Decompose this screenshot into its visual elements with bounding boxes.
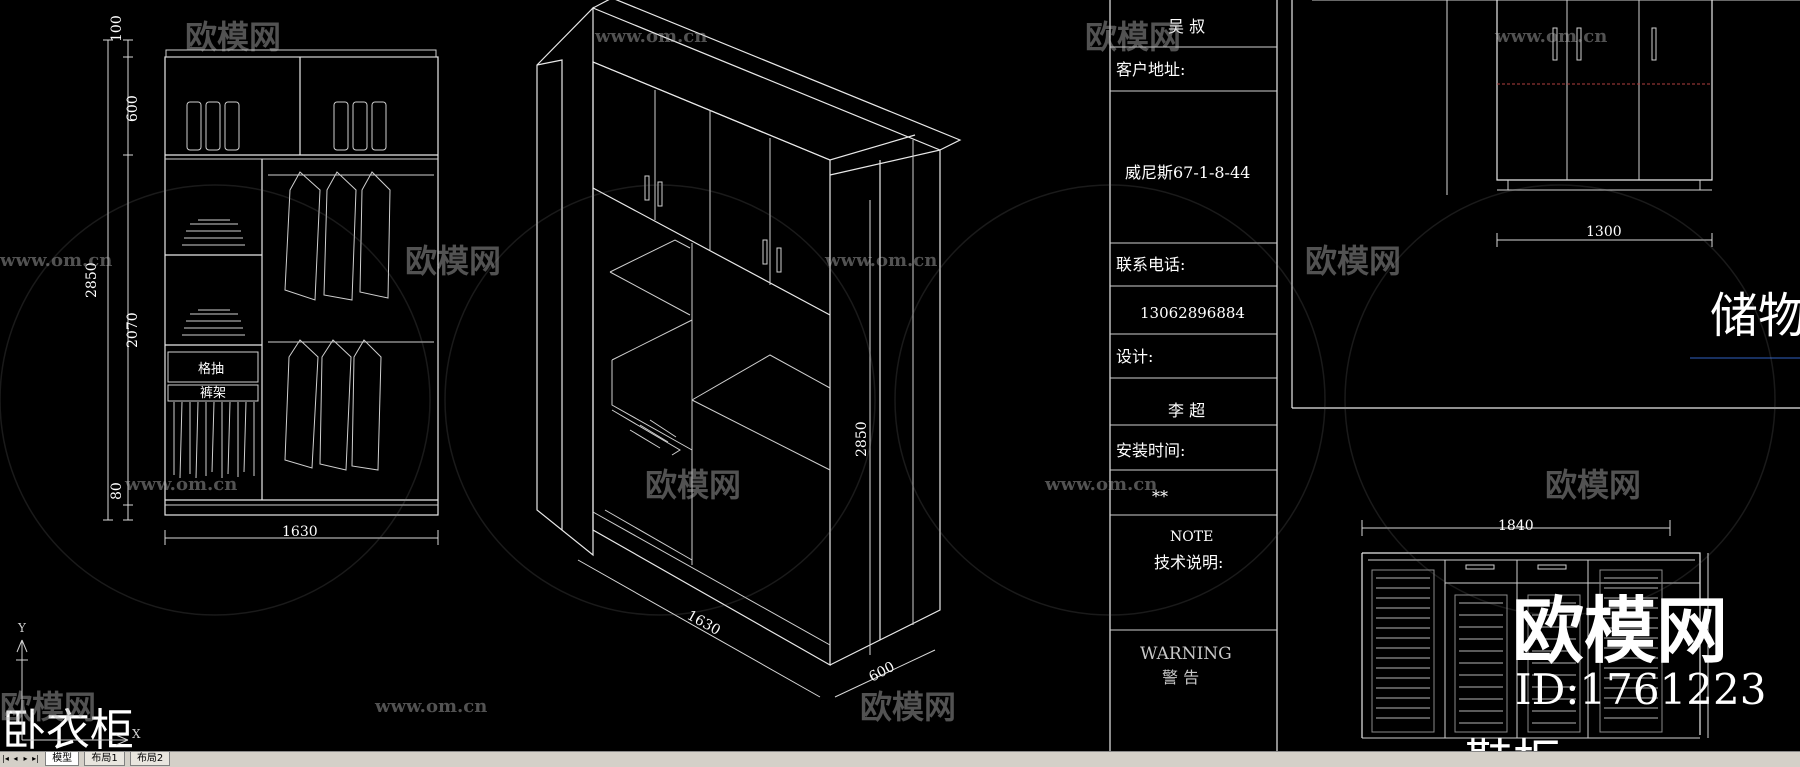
dim-100: 100 bbox=[109, 15, 125, 42]
watermark-logo: 欧模网 bbox=[860, 688, 956, 726]
trouser-rack-label: 裤架 bbox=[200, 386, 226, 401]
svg-text:Y: Y bbox=[17, 621, 27, 635]
elevation-dimensions: 100 600 2850 2070 80 1630 bbox=[84, 15, 318, 540]
title-block bbox=[1109, 0, 1278, 752]
design-label: 设计: bbox=[1116, 347, 1153, 366]
designer-name: 李 超 bbox=[1168, 401, 1205, 420]
storage-label: 储物 bbox=[1710, 288, 1800, 344]
drawer-label: 格抽 bbox=[198, 361, 224, 377]
watermark-id: ID:1761223 bbox=[1515, 665, 1766, 714]
dim-2850: 2850 bbox=[84, 262, 100, 298]
warning-label: WARNING bbox=[1140, 644, 1232, 664]
watermark-logo: 欧模网 bbox=[0, 688, 96, 726]
iso-dim-600: 600 bbox=[866, 659, 897, 686]
dim-600: 600 bbox=[125, 95, 141, 122]
tab-next-icon[interactable]: ▸ bbox=[23, 754, 28, 763]
phone-label: 联系电话: bbox=[1116, 255, 1185, 274]
wardrobe-isometric bbox=[536, 0, 962, 698]
shoe-dim-1840: 1840 bbox=[1498, 518, 1534, 534]
client-name: 吴 叔 bbox=[1168, 17, 1205, 36]
watermark-url: www.om.cn bbox=[374, 696, 487, 717]
svg-text:X: X bbox=[132, 727, 141, 741]
drawing-title: 卧衣柜 bbox=[2, 705, 134, 752]
watermark-url: www.om.cn bbox=[1494, 26, 1607, 47]
watermark-logo: 欧模网 bbox=[185, 18, 281, 56]
storage-dim-1300: 1300 bbox=[1586, 224, 1622, 240]
watermark-logo: 欧模网 bbox=[405, 242, 501, 280]
note-label: NOTE bbox=[1170, 529, 1213, 545]
shoe-cabinet-label: 鞋柜 bbox=[1465, 734, 1561, 752]
watermark-url: www.om.cn bbox=[1044, 474, 1157, 495]
tab-last-icon[interactable]: ▸| bbox=[32, 754, 39, 763]
watermark-url: www.om.cn bbox=[824, 250, 937, 271]
install-value: ** bbox=[1152, 487, 1168, 506]
address-value: 威尼斯67-1-8-44 bbox=[1125, 163, 1250, 182]
dim-1630: 1630 bbox=[282, 524, 318, 540]
dim-80: 80 bbox=[109, 482, 125, 500]
watermark-logo: 欧模网 bbox=[1305, 242, 1401, 280]
storage-cabinet-drawing bbox=[1291, 0, 1800, 409]
layout-tabs-bar: |◂ ◂ ▸ ▸| 模型 布局1 布局2 bbox=[0, 751, 1800, 767]
watermark-logo: 欧模网 bbox=[1085, 18, 1181, 56]
warning-cn-label: 警 告 bbox=[1162, 668, 1199, 687]
watermark-logo: 欧模网 bbox=[1545, 466, 1641, 504]
tab-prev-icon[interactable]: ◂ bbox=[13, 754, 18, 763]
watermarks bbox=[0, 184, 1776, 616]
watermark-logo: 欧模网 bbox=[645, 466, 741, 504]
tech-label: 技术说明: bbox=[1154, 553, 1223, 572]
tab-layout1[interactable]: 布局1 bbox=[84, 752, 125, 766]
ucs-icon: Y X bbox=[16, 621, 141, 746]
wardrobe-elevation bbox=[103, 39, 439, 545]
watermark-url: www.om.cn bbox=[124, 474, 237, 495]
watermark-big-logo: 欧模网 bbox=[1512, 588, 1728, 673]
watermark-url: www.om.cn bbox=[594, 26, 707, 47]
dim-2070: 2070 bbox=[125, 312, 141, 348]
tab-first-icon[interactable]: |◂ bbox=[2, 754, 9, 763]
install-label: 安装时间: bbox=[1116, 441, 1185, 460]
watermark-url: www.om.cn bbox=[0, 250, 112, 271]
shoe-cabinet-drawing bbox=[1361, 520, 1709, 739]
tab-model[interactable]: 模型 bbox=[45, 752, 80, 766]
iso-dim-2850: 2850 bbox=[854, 421, 870, 457]
phone-value: 13062896884 bbox=[1140, 304, 1245, 322]
tab-layout2[interactable]: 布局2 bbox=[129, 752, 171, 766]
address-label: 客户地址: bbox=[1116, 60, 1185, 79]
